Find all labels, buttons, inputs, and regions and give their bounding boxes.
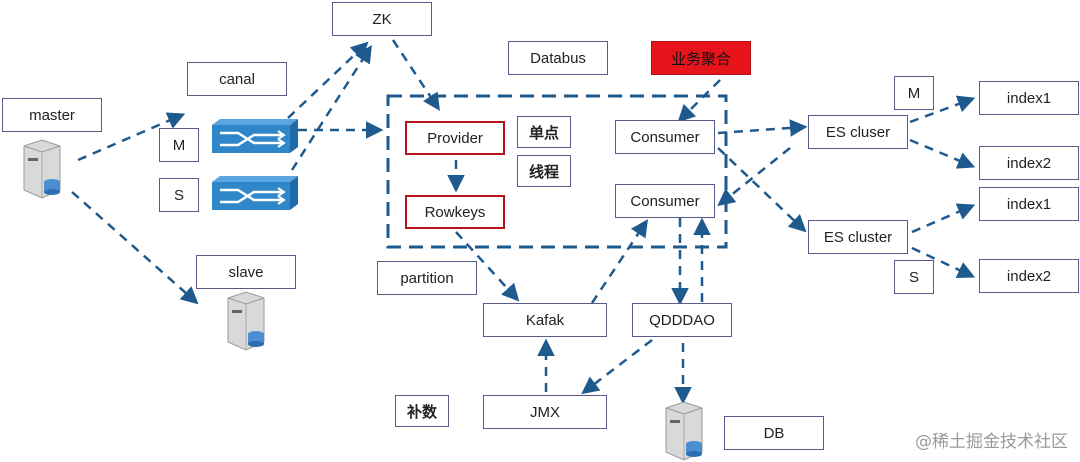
node-qdddao: QDDDAO xyxy=(632,303,732,337)
node-es-cluster: ES cluster xyxy=(808,220,908,254)
arrow-escluster-index1 xyxy=(911,203,976,234)
node-s-left: S xyxy=(159,178,199,212)
node-business-aggregation: 业务聚合 xyxy=(651,41,751,75)
databus-container xyxy=(386,94,728,249)
node-provider: Provider xyxy=(405,121,505,155)
switch-icon-s xyxy=(212,176,298,210)
arrow-zk-provider xyxy=(391,39,440,111)
arrow-consumer1-escluster xyxy=(717,147,807,233)
node-zk: ZK xyxy=(332,2,432,36)
arrow-master-canal xyxy=(77,112,186,162)
node-consumer-1: Consumer xyxy=(615,120,715,154)
node-databus: Databus xyxy=(508,41,608,75)
node-supplement: 补数 xyxy=(395,395,449,427)
arrow-qdddao-jmx xyxy=(581,339,653,395)
node-db: DB xyxy=(724,416,824,450)
watermark: @稀土掘金技术社区 xyxy=(915,432,1068,452)
master-server-icon xyxy=(23,139,61,199)
arrow-escluser-index1 xyxy=(909,95,976,124)
node-s-right: S xyxy=(894,260,934,294)
node-es-cluser: ES cluser xyxy=(808,115,908,149)
node-consumer-2: Consumer xyxy=(615,184,715,218)
arrow-escluster-index2 xyxy=(911,246,976,279)
node-index1-bottom: index1 xyxy=(979,187,1079,221)
node-single-point: 单点 xyxy=(517,116,571,148)
node-kafak: Kafak xyxy=(483,303,607,337)
node-rowkeys: Rowkeys xyxy=(405,195,505,229)
switch-icon-m xyxy=(212,119,298,153)
node-jmx: JMX xyxy=(483,395,607,429)
node-m-right: M xyxy=(894,76,934,110)
arrow-escluser-consumer2 xyxy=(717,147,791,207)
arrow-escluser-index2 xyxy=(909,138,976,169)
arrow-agg-consumer1 xyxy=(677,79,721,123)
db-server-icon xyxy=(665,401,703,461)
node-canal: canal xyxy=(187,62,287,96)
arrow-consumer1-escluser xyxy=(717,119,808,137)
node-thread: 线程 xyxy=(517,155,571,187)
node-master: master xyxy=(2,98,102,132)
node-m-left: M xyxy=(159,128,199,162)
node-index2-bottom: index2 xyxy=(979,259,1079,293)
arrow-switch2-zk xyxy=(290,45,372,171)
arrow-switch1-zk xyxy=(287,41,369,119)
node-index2-top: index2 xyxy=(979,146,1079,180)
node-slave: slave xyxy=(196,255,296,289)
arrow-master-slave xyxy=(71,191,199,305)
node-index1-top: index1 xyxy=(979,81,1079,115)
slave-server-icon xyxy=(227,291,265,351)
arrow-kafak-consumer2 xyxy=(590,219,648,304)
node-partition: partition xyxy=(377,261,477,295)
